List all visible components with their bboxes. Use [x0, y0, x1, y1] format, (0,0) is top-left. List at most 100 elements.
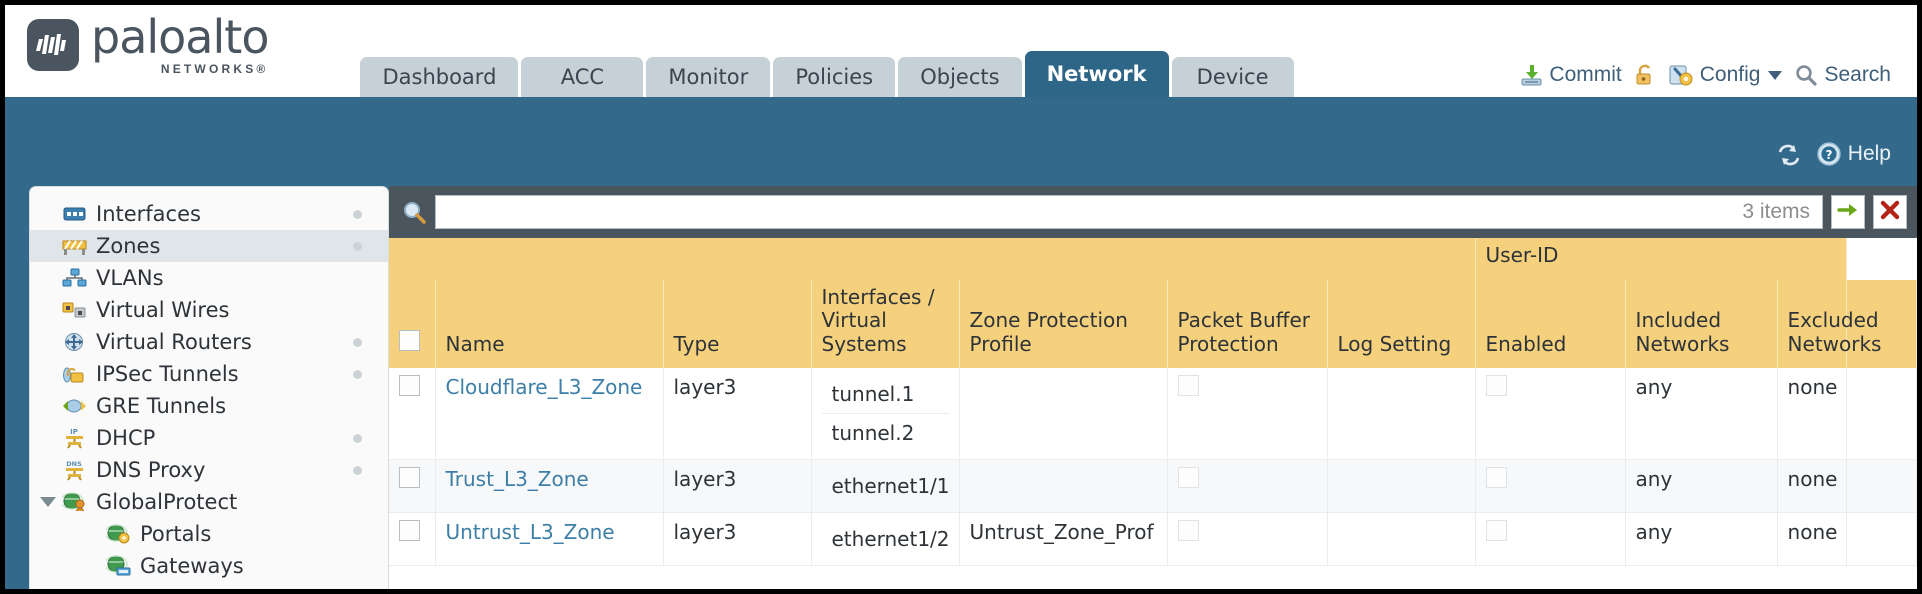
expand-collapse-triangle-icon[interactable] [40, 497, 56, 507]
interface-entry: tunnel.2 [831, 421, 915, 446]
config-label: Config [1699, 63, 1761, 86]
userid-enabled-checkbox[interactable] [1485, 467, 1507, 489]
cell-included-networks: any [1625, 459, 1778, 514]
sidebar-item-label: IPSec Tunnels [96, 362, 239, 386]
cell-log-setting [1327, 512, 1476, 567]
globalprotect-icon [62, 491, 87, 513]
filter-search-input[interactable]: 3 items [435, 195, 1823, 229]
tab-label: Dashboard [382, 65, 497, 89]
cell-log-setting [1327, 368, 1476, 461]
tab-dashboard[interactable]: Dashboard [360, 57, 519, 97]
sidebar-item-label: Portals [140, 522, 212, 546]
column-header-enabled[interactable]: Enabled [1475, 279, 1626, 369]
row-select-checkbox[interactable] [399, 375, 420, 397]
search-button[interactable]: Search [1794, 63, 1891, 87]
tab-device[interactable]: Device [1171, 57, 1294, 97]
column-header-included-networks[interactable]: Included Networks [1625, 279, 1778, 369]
column-header-log-setting[interactable]: Log Setting [1327, 279, 1476, 369]
interfaces-icon [62, 203, 87, 225]
tab-label: Policies [795, 65, 874, 89]
userid-enabled-checkbox[interactable] [1485, 520, 1507, 542]
refresh-button[interactable] [1776, 143, 1802, 167]
table-row[interactable]: Untrust_L3_Zone layer3 ethernet1/2 Untrust_… [389, 512, 1917, 567]
tab-objects[interactable]: Objects [898, 57, 1022, 97]
sidebar-item-portals[interactable]: Portals [30, 518, 388, 550]
interface-entry: ethernet1/2 [831, 527, 950, 552]
search-label: Search [1824, 63, 1891, 86]
config-dropdown[interactable]: Config [1668, 63, 1783, 87]
zones-icon [62, 235, 87, 257]
help-button[interactable]: ? Help [1816, 141, 1891, 167]
search-magnifier-icon[interactable] [401, 199, 427, 225]
zone-name-link[interactable]: Untrust_L3_Zone [445, 520, 615, 545]
sidebar-item-virtual-wires[interactable]: Virtual Wires [30, 294, 388, 326]
apply-filter-button[interactable] [1831, 195, 1865, 229]
portals-icon [106, 523, 131, 545]
tab-network[interactable]: Network [1024, 51, 1169, 97]
packet-buffer-protection-checkbox[interactable] [1177, 467, 1199, 489]
row-select-checkbox[interactable] [399, 520, 420, 542]
cell-userid-enabled [1475, 368, 1626, 461]
sidebar-item-vlans[interactable]: VLANs [30, 262, 388, 294]
cell-name: Cloudflare_L3_Zone [435, 368, 664, 461]
cell-zone-protection-profile: Untrust_Zone_Prof [959, 512, 1168, 567]
sidebar-item-label: VLANs [96, 266, 164, 290]
sidebar-item-label: GRE Tunnels [96, 394, 227, 418]
tab-monitor[interactable]: Monitor [646, 57, 771, 97]
column-header-type[interactable]: Type [663, 279, 812, 369]
zone-name-link[interactable]: Cloudflare_L3_Zone [445, 375, 643, 400]
sidebar-item-virtual-routers[interactable]: Virtual Routers [30, 326, 388, 358]
cell-excluded-networks: none [1777, 368, 1848, 461]
cell-type: layer3 [663, 368, 812, 461]
cell-included-networks: any [1625, 512, 1778, 567]
tab-label: Monitor [668, 65, 749, 89]
cell-log-setting [1327, 459, 1476, 514]
row-select-checkbox[interactable] [399, 467, 420, 489]
gateways-icon [106, 555, 131, 577]
help-question-icon: ? [1816, 141, 1842, 167]
cell-filler [1846, 459, 1917, 514]
select-all-checkbox[interactable] [399, 329, 420, 351]
cell-interfaces: ethernet1/2 [811, 512, 960, 567]
tab-acc[interactable]: ACC [521, 57, 644, 97]
userid-group-header: User-ID [1475, 238, 1848, 280]
clear-filter-button[interactable] [1873, 195, 1907, 229]
packet-buffer-protection-checkbox[interactable] [1177, 375, 1199, 397]
sidebar-item-interfaces[interactable]: Interfaces [30, 198, 388, 230]
cell-excluded-networks: none [1777, 512, 1848, 567]
virtual-wires-icon [62, 299, 87, 321]
cell-packet-buffer-protection [1167, 459, 1328, 514]
sidebar-item-ipsec-tunnels[interactable]: IPSec Tunnels [30, 358, 388, 390]
packet-buffer-protection-checkbox[interactable] [1177, 520, 1199, 542]
lock-button[interactable] [1634, 63, 1656, 87]
column-header-excluded-networks[interactable]: Excluded Networks [1777, 279, 1881, 369]
sidebar-item-status-dot [353, 241, 362, 251]
column-header-name[interactable]: Name [435, 279, 664, 369]
cell-type: layer3 [663, 512, 812, 567]
userid-enabled-checkbox[interactable] [1485, 375, 1507, 397]
sidebar-item-status-dot [353, 337, 362, 347]
tab-label: Network [1046, 62, 1147, 86]
sidebar-item-zones[interactable]: Zones [30, 230, 388, 262]
column-header-packet-buffer-protection[interactable]: Packet Buffer Protection [1167, 279, 1328, 369]
main-nav-tabs: Dashboard ACC Monitor Policies Objects Networ… [360, 51, 1294, 97]
brand-name: paloalto [91, 10, 269, 64]
sidebar-item-gre-tunnels[interactable]: GRE Tunnels [30, 390, 388, 422]
cell-interfaces: tunnel.1 tunnel.2 [811, 368, 960, 461]
column-header-zone-protection-profile[interactable]: Zone Protection Profile [959, 279, 1168, 369]
column-header-interfaces-virtual-systems[interactable]: Interfaces / Virtual Systems [811, 279, 960, 369]
sidebar-item-gateways[interactable]: Gateways [30, 550, 388, 582]
commit-button[interactable]: Commit [1519, 63, 1622, 87]
interface-entry: tunnel.1 [821, 375, 949, 415]
sidebar-item-status-dot [353, 369, 362, 379]
zone-name-link[interactable]: Trust_L3_Zone [445, 467, 589, 492]
tab-policies[interactable]: Policies [773, 57, 896, 97]
sidebar-item-globalprotect[interactable]: GlobalProtect [30, 486, 388, 518]
cell-zone-protection-profile [959, 459, 1168, 514]
